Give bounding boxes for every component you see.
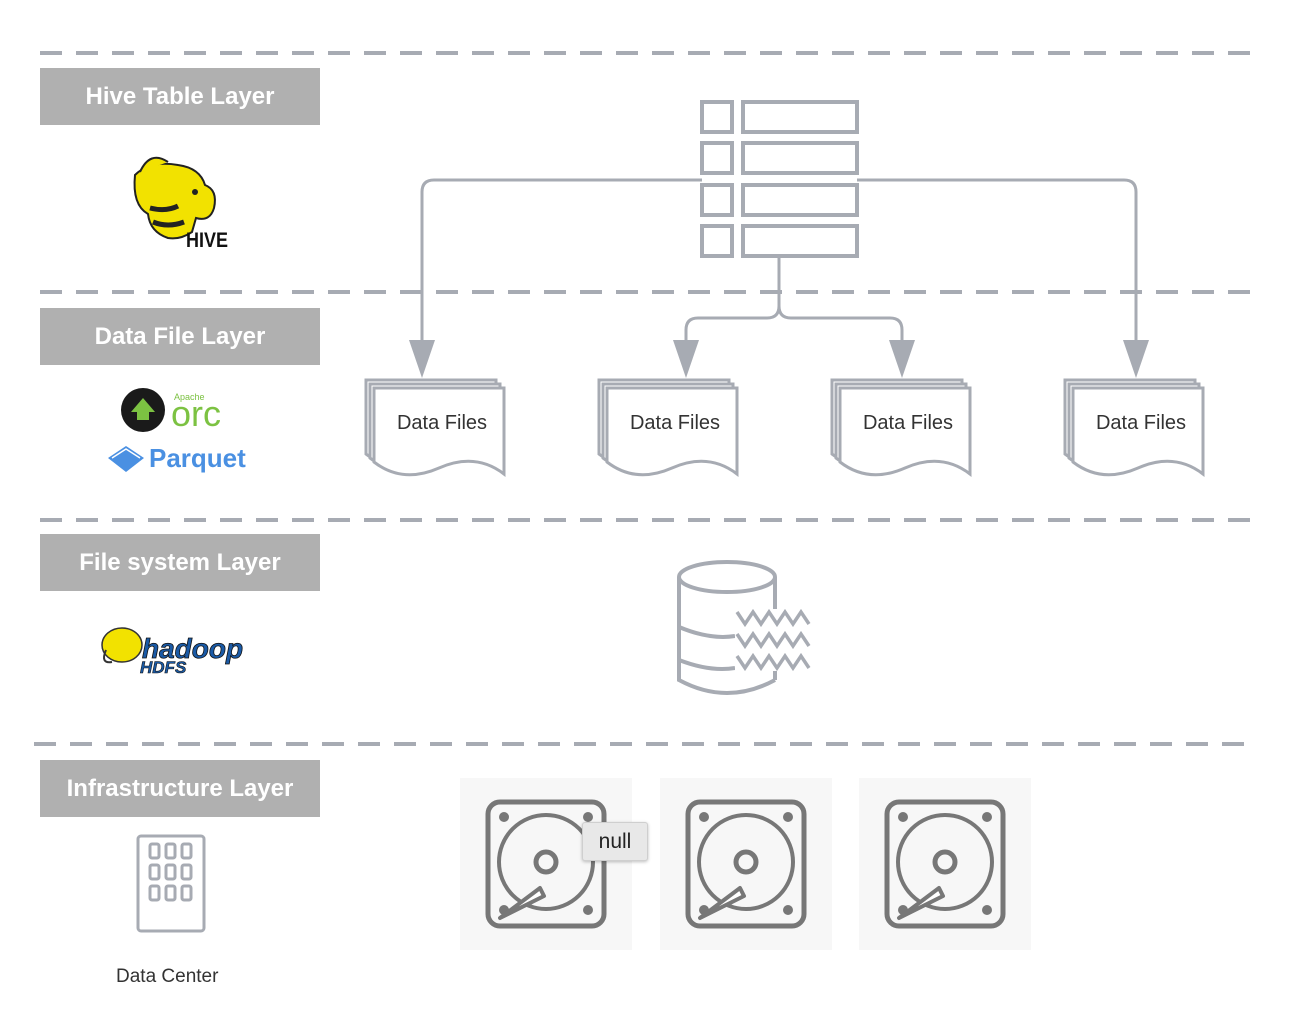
document-stack-icon (830, 378, 972, 478)
data-files-label-3: Data Files (862, 412, 954, 434)
arrowhead-1 (409, 340, 435, 378)
layer-badge-hive-table: Hive Table Layer (40, 68, 320, 125)
parquet-logo: Parquet (108, 443, 246, 473)
arrowhead-3 (889, 340, 915, 378)
connector-left (420, 178, 702, 350)
data-file-stacks (364, 378, 1205, 478)
data-center-caption: Data Center (116, 966, 219, 987)
document-stack-icon (1063, 378, 1205, 478)
layer-badge-infrastructure: Infrastructure Layer (40, 760, 320, 817)
connectors (420, 178, 1138, 350)
tooltip: null (582, 822, 648, 861)
table-icon (700, 100, 859, 258)
hard-disk-icon (460, 778, 632, 950)
parquet-logo-text: Parquet (149, 443, 246, 473)
arrowhead-2 (673, 340, 699, 378)
layer-badge-data-file: Data File Layer (40, 308, 320, 365)
data-files-label-1: Data Files (396, 412, 488, 434)
building-icon (136, 834, 206, 933)
document-page (838, 386, 972, 478)
hard-disk-icon (859, 778, 1031, 950)
layer-badge-file-system: File system Layer (40, 534, 320, 591)
hive-logo-text: HIVE (186, 229, 228, 253)
arrowhead-4 (1123, 340, 1149, 378)
data-files-label-2: Data Files (629, 412, 721, 434)
orc-logo-text: orc (171, 393, 221, 434)
database-icon (677, 560, 817, 695)
orc-logo: Apache orc (121, 388, 221, 434)
connector-center-right (777, 305, 904, 350)
hard-disk-icon (660, 778, 832, 950)
document-stack-icon (597, 378, 739, 478)
hadoop-logo-text: hadoop (142, 633, 243, 664)
arrowheads (409, 340, 1149, 378)
hard-disks (460, 778, 1031, 950)
hive-bee-logo: HIVE (133, 156, 228, 253)
document-page (605, 386, 739, 478)
document-page (1071, 386, 1205, 478)
document-stack-icon (364, 378, 506, 478)
document-page (372, 386, 506, 478)
data-files-label-4: Data Files (1095, 412, 1187, 434)
connector-center (684, 258, 781, 350)
orc-logo-small-text: Apache (174, 392, 205, 402)
layer-separators (34, 51, 1255, 746)
connector-right (857, 178, 1138, 350)
hadoop-elephant-logo: hadoop HDFS (101, 627, 243, 677)
hdfs-logo-text: HDFS (140, 658, 187, 677)
